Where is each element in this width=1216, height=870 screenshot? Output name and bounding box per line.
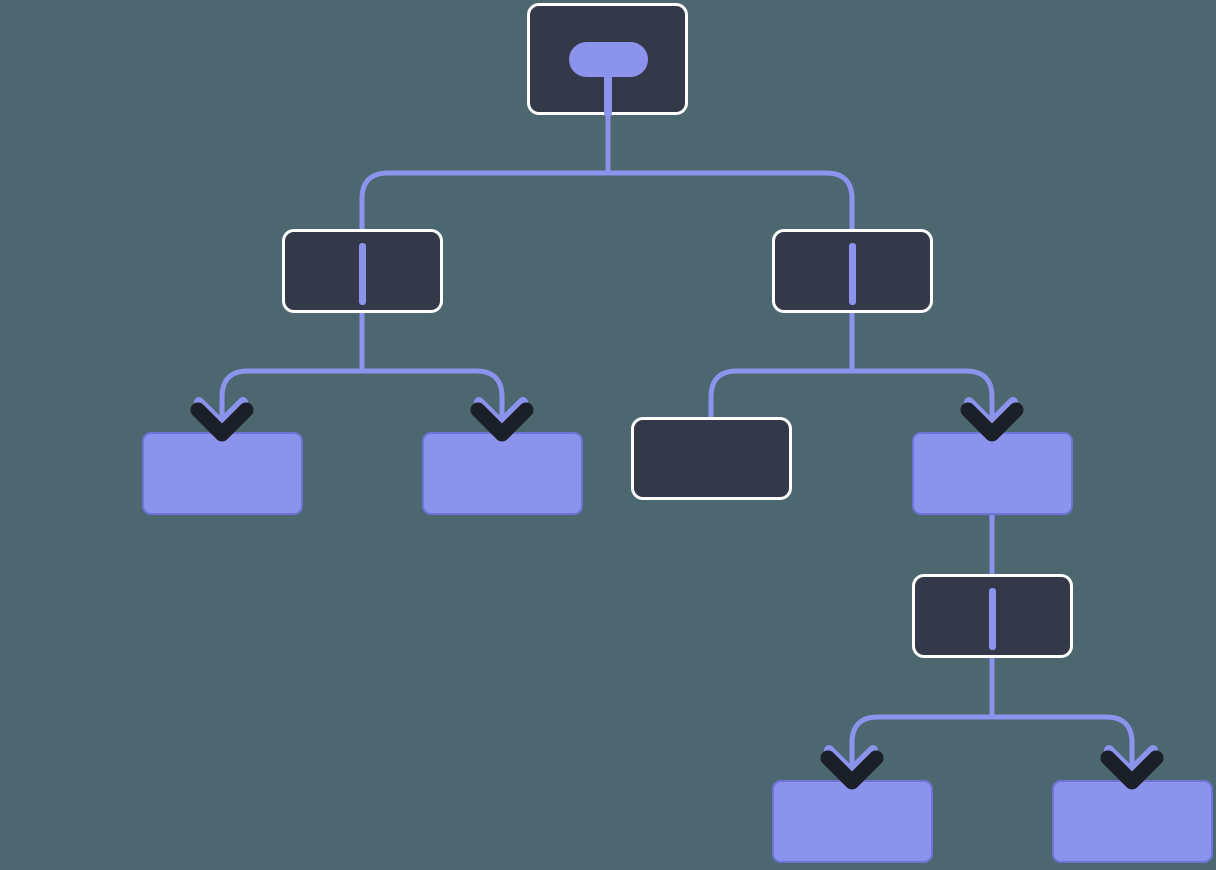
root-pill-glyph: [569, 42, 648, 77]
edge-e3: [359, 310, 505, 453]
edge-e4: [708, 310, 855, 423]
edge-e8: [989, 655, 1135, 801]
arrowhead-dark-layer: [1100, 750, 1164, 790]
edge-e7: [849, 655, 995, 801]
tree-node-n5[interactable]: [631, 417, 792, 500]
tree-node-n2[interactable]: [772, 229, 933, 313]
arrowhead-a3: [470, 397, 534, 442]
arrowhead-dark-layer: [190, 402, 254, 442]
tree-node-n0[interactable]: [527, 3, 688, 116]
edge-e0: [359, 112, 611, 232]
arrowhead-a5: [960, 397, 1024, 442]
arrowhead-a7: [820, 745, 884, 790]
edge-e2: [219, 310, 365, 453]
arrowhead-dark-layer: [960, 402, 1024, 442]
arrowhead-dark-layer: [820, 750, 884, 790]
node-inner-bar: [359, 243, 366, 305]
root-stem-glyph: [604, 72, 612, 116]
tree-node-n8[interactable]: [772, 780, 933, 863]
tree-node-n1[interactable]: [282, 229, 443, 313]
node-inner-bar: [849, 243, 856, 305]
edge-e1: [605, 112, 855, 232]
arrowhead-dark-layer: [470, 402, 534, 442]
tree-node-n3[interactable]: [142, 432, 303, 515]
arrowhead-a2: [190, 397, 254, 442]
node-inner-bar: [989, 588, 996, 650]
arrowhead-a8: [1100, 745, 1164, 790]
edge-e5: [849, 310, 995, 453]
tree-node-n7[interactable]: [912, 574, 1073, 658]
